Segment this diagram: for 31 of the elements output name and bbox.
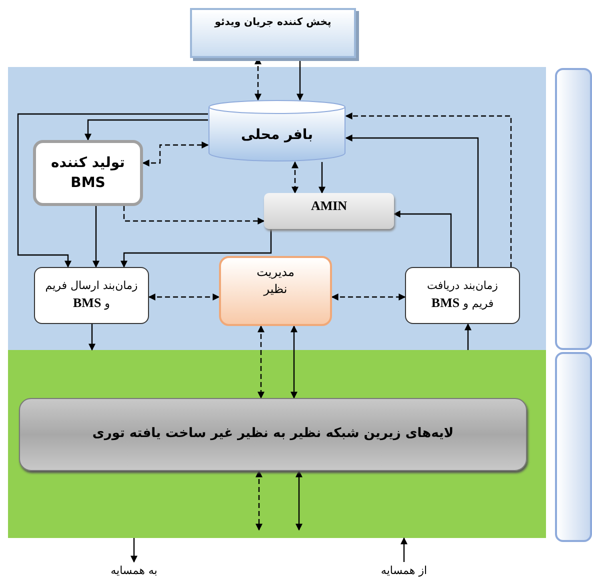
arrow [393, 210, 452, 267]
arrow [120, 229, 272, 268]
neighbor-label: از همسایه [362, 562, 446, 580]
arrow [17, 113, 208, 268]
process-box: تولید کننده BMS [33, 140, 143, 206]
arrow [296, 58, 304, 101]
neighbor-label: به همسایه [92, 562, 176, 580]
arrow [400, 537, 408, 562]
process-box: مدیریت نظیر [219, 256, 332, 326]
arrow [148, 294, 220, 300]
arrow [123, 206, 265, 224]
video-source-box: پخش کننده جریان ویدئو [190, 8, 356, 58]
arrow [256, 470, 262, 531]
arrow [318, 162, 326, 194]
buffer-cylinder: بافر محلی [208, 100, 346, 162]
arrow [331, 294, 406, 300]
process-box: AMIN [264, 193, 394, 229]
arrow [292, 161, 298, 194]
arrow [130, 538, 138, 563]
arrow [142, 142, 209, 166]
arrow [84, 119, 208, 141]
arrow [464, 323, 472, 350]
arrow [92, 206, 100, 268]
arrow [296, 470, 302, 531]
arrow [88, 324, 96, 351]
arrow [258, 325, 264, 399]
arrow [345, 134, 479, 267]
side-tab [555, 352, 592, 542]
layer-box: لایه‌های زیرین شبکه نظیر به نظیر غیر ساخت یافته توری [19, 398, 527, 471]
side-tab [555, 68, 592, 350]
arrow [290, 325, 298, 399]
